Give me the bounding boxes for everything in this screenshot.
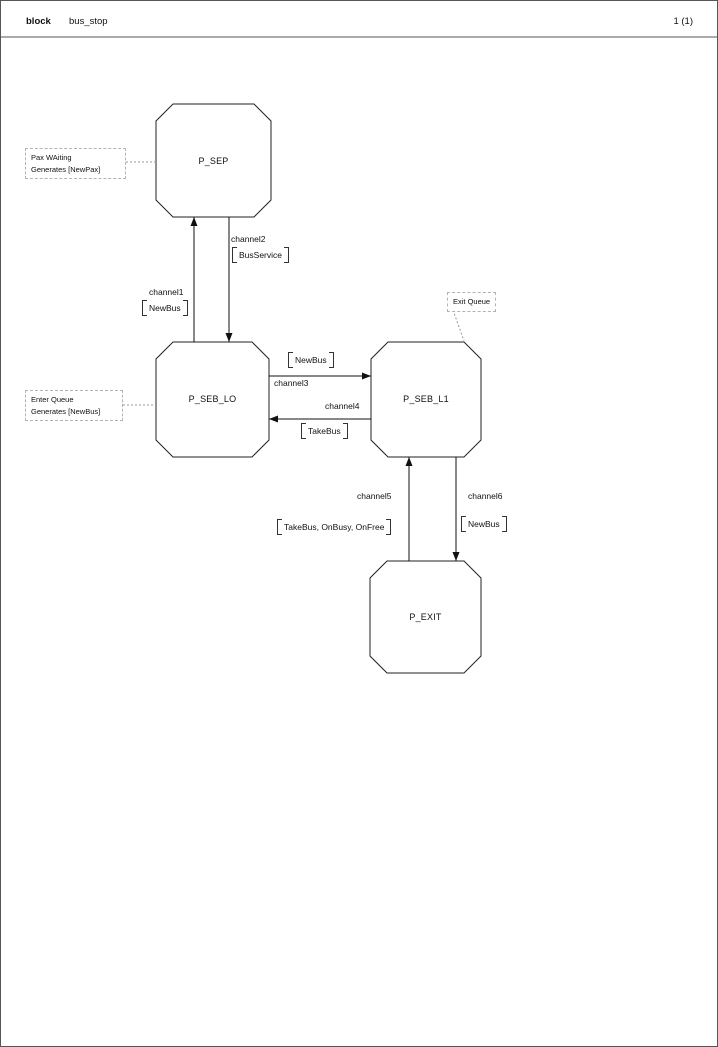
channel2-label: channel2 [231,234,266,244]
comment-line: Pax WAiting [31,153,72,162]
comment-pax-waiting: Pax WAiting Generates [NewPax] [25,148,126,180]
process-shape-p-exit [369,560,482,674]
process-label-p-sep: P_SEP [198,156,229,166]
block-name: bus_stop [69,16,108,27]
process-shape-p-seb-l1 [370,341,482,458]
block-keyword: block [26,16,51,27]
channel3-signal-list: NewBus [288,352,334,368]
channel4-signal-list: TakeBus [301,423,348,439]
comment-line: Exit Queue [453,297,491,306]
channel5-signal-list: TakeBus, OnBusy, OnFree [277,519,392,535]
channel1-signal-list: NewBus [142,300,188,316]
process-label-p-seb-lo: P_SEB_LO [188,394,237,404]
process-label-p-exit: P_EXIT [409,612,442,622]
process-label-p-seb-l1: P_SEB_L1 [403,394,449,404]
channel6-signal-list: NewBus [461,516,507,532]
page-number: 1 (1) [673,16,693,27]
channel5-label: channel5 [357,491,392,501]
channel6-label: channel6 [468,491,503,501]
comment-enter-queue: Enter Queue Generates [NewBus] [25,390,123,422]
comment-line: Generates [NewPax] [31,164,101,174]
channel1-label: channel1 [149,287,184,297]
comment-line: Enter Queue [31,395,74,404]
comment-connector-exit-queue [452,309,465,342]
comment-exit-queue: Exit Queue [447,292,497,312]
process-shape-p-sep [155,103,272,218]
channel2-signal-list: BusService [232,247,289,263]
process-shape-p-seb-lo [155,341,270,458]
channel3-label: channel3 [274,378,309,388]
channel4-label: channel4 [325,401,360,411]
comment-line: Generates [NewBus] [31,406,101,416]
